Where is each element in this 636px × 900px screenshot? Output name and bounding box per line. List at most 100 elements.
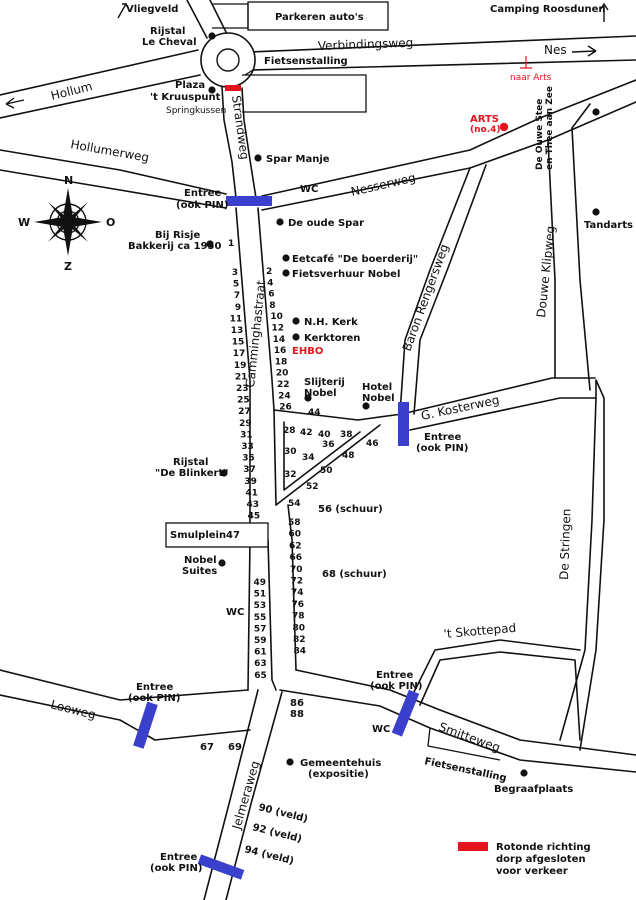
label-arts-1: ARTS [470,114,499,125]
road-skottepad-s [419,651,581,741]
house-number-52: 52 [306,482,319,492]
parking-box [247,1,389,31]
arrow-hollum-icon [5,97,25,109]
entrance-markers [133,196,420,880]
label-wc-bottom: WC [372,724,390,735]
road-inner-triangle [283,421,361,491]
arrow-vliegveld-icon [117,3,129,19]
house-number-2: 2 [266,267,272,277]
house-number-46: 46 [366,439,379,449]
house-number-38: 38 [340,430,353,440]
dot-rijstal-cheval[interactable] [208,32,216,40]
road-fiets-bottom [427,727,501,761]
house-number-17: 17 [233,349,246,359]
house-number-28: 28 [283,426,296,436]
smulplein-box[interactable] [165,522,269,548]
road-cammingha-e2 [267,539,277,691]
house-number-9: 9 [235,303,241,313]
dot-oude-spar[interactable] [276,218,284,226]
house-number-35: 35 [242,454,255,464]
label-gemeentehuis-2: (expositie) [308,769,369,780]
house-number-26: 26 [279,403,292,413]
house-number-31: 31 [240,430,253,440]
dot-begraafplaats[interactable] [520,769,528,777]
entrance-top-marker[interactable] [226,196,272,206]
legend-line1: Rotonde richting [496,842,591,853]
dot-nh-kerk[interactable] [292,317,300,325]
parking-connector [212,3,249,29]
house-number-14: 14 [273,335,286,345]
road-inner-w [273,409,277,506]
road-klip-top [571,103,591,129]
entrance-bl-marker[interactable] [133,701,158,749]
house-number-30: 30 [284,447,297,457]
dot-rijstal-blinkert[interactable] [220,469,228,477]
house-number-72: 72 [291,577,304,587]
label-entree-br-1: Entree [376,670,413,681]
dot-tandarts[interactable] [592,208,600,216]
label-schuur-68: 68 (schuur) [322,569,387,580]
label-springkussen: Springkussen [166,106,226,116]
road-east-lower [287,504,297,671]
dot-kerktoren[interactable] [292,333,300,341]
label-smulplein: Smulplein [170,530,226,541]
road-kosterweg-n [401,377,596,415]
house-number-21: 21 [235,372,248,382]
entrance-mid-marker[interactable] [398,402,409,446]
poi-dots [206,32,600,777]
label-nobel-suites-1: Nobel [184,555,217,566]
dot-nobel-suites[interactable] [218,559,226,567]
road-vliegveld-e [209,0,229,37]
house-number-22: 22 [277,380,290,390]
house-number-82: 82 [293,635,306,645]
road-strandweg-e [241,87,257,199]
compass-rose-icon: N Z W O [18,174,115,273]
dot-arts[interactable] [499,122,509,132]
label-naar-arts: naar Arts [510,73,552,83]
label-nh-kerk: N.H. Kerk [304,317,358,328]
house-number-13: 13 [231,326,244,336]
street-g-kosterweg: G. Kosterweg [420,393,501,423]
label-bij-risje-2: Bakkerij ca 1950 [128,241,221,252]
dot-plaza[interactable] [208,86,216,94]
house-number-32: 32 [284,470,297,480]
house-number-42: 42 [300,428,313,438]
dot-eetcafe[interactable] [282,254,290,262]
house-number-10: 10 [270,312,283,322]
house-number-49: 49 [253,578,266,588]
label-wc-mid: WC [226,607,244,618]
label-fietsenstalling-top: Fietsenstalling [264,56,348,67]
dot-slijterij[interactable] [304,394,312,402]
label-spar-manje: Spar Manje [266,154,330,165]
road-nesserweg-s [261,101,636,211]
dot-gemeentehuis[interactable] [286,758,294,766]
road-rengers-w [399,167,471,415]
road-klip-e [571,127,591,391]
entrance-br-marker[interactable] [391,689,420,737]
arrow-nes-icon [571,45,597,57]
label-rijstal-cheval-1: Rijstal [150,26,185,37]
house-number-78: 78 [292,612,305,622]
street-looweg: Looweg [49,697,97,722]
dot-bij-risje[interactable] [206,240,214,248]
label-plaza-2: 't Kruuspunt [150,92,221,103]
dot-fietsverhuur[interactable] [282,269,290,277]
dot-hotel[interactable] [362,402,370,410]
road-hollumerweg-n [0,149,227,195]
house-number-23: 23 [236,384,249,394]
house-number-58: 58 [288,518,301,528]
house-number-51: 51 [254,590,267,600]
road-hollum-s [0,74,201,119]
road-nesserweg-n [261,79,636,197]
house-number-53: 53 [254,601,267,611]
label-ehbo: EHBO [292,346,323,357]
house-number-29: 29 [239,419,252,429]
house-number-70: 70 [290,565,303,575]
dot-ouwe-stee[interactable] [592,108,600,116]
dot-spar-manje[interactable] [254,154,262,162]
entrance-bottom-marker[interactable] [197,854,245,880]
